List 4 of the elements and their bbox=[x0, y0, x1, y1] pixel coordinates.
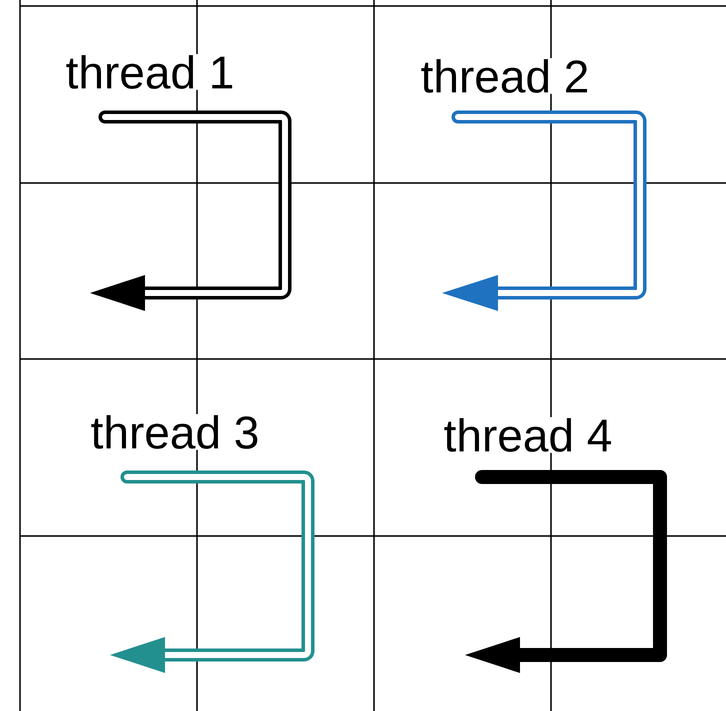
thread-label: thread 3 bbox=[90, 414, 260, 450]
thread-label: thread 4 bbox=[442, 417, 614, 453]
thread-label: thread 2 bbox=[420, 58, 590, 94]
thread-label: thread 1 bbox=[64, 54, 236, 90]
